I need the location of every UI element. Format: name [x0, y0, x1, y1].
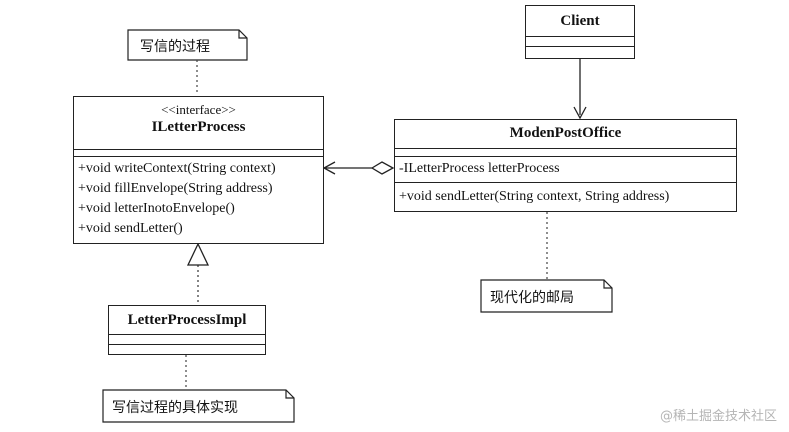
method-letter-into-envelope: +void letterInotoEnvelope() — [78, 201, 235, 216]
iletterprocess-interface: <<interface>> ILetterProcess +void write… — [73, 96, 324, 244]
realization-triangle — [186, 242, 210, 266]
note-write-process-fold — [238, 30, 247, 39]
method-fill-envelope: +void fillEnvelope(String address) — [78, 181, 273, 196]
client-arrowhead — [573, 106, 587, 120]
iletterprocess-methods: +void writeContext(String context) +void… — [74, 156, 323, 239]
aggregation-diamond — [370, 161, 395, 175]
client-class-name: Client — [560, 13, 600, 29]
note-modern-post-fold — [603, 280, 612, 289]
note-modern-post-text: 现代化的邮局 — [490, 290, 574, 306]
note-impl-fold — [285, 390, 294, 399]
method-send-letter-office: +void sendLetter(String context, String … — [399, 189, 670, 204]
method-send-letter: +void sendLetter() — [78, 221, 183, 236]
client-class: Client — [525, 5, 635, 59]
modenpostoffice-class: ModenPostOffice -ILetterProcess letterPr… — [394, 119, 737, 212]
note-impl-shape — [102, 389, 295, 423]
watermark: @稀土掘金技术社区 — [659, 409, 777, 424]
letterprocessimpl-class: LetterProcessImpl — [108, 305, 266, 355]
letterprocessimpl-name: LetterProcessImpl — [127, 312, 247, 328]
method-write-context: +void writeContext(String context) — [78, 161, 276, 176]
note-write-process-shape — [127, 29, 248, 61]
modenpostoffice-name: ModenPostOffice — [509, 125, 622, 141]
interface-stereotype: <<interface>> — [161, 102, 236, 117]
note-modern-post-shape — [480, 279, 613, 313]
note-impl-text: 写信过程的具体实现 — [112, 400, 238, 416]
iletterprocess-name: ILetterProcess — [151, 119, 246, 135]
note-write-process-text: 写信的过程 — [140, 39, 210, 55]
attribute-letter-process: -ILetterProcess letterProcess — [399, 161, 560, 176]
aggregation-arrowhead — [322, 161, 336, 175]
